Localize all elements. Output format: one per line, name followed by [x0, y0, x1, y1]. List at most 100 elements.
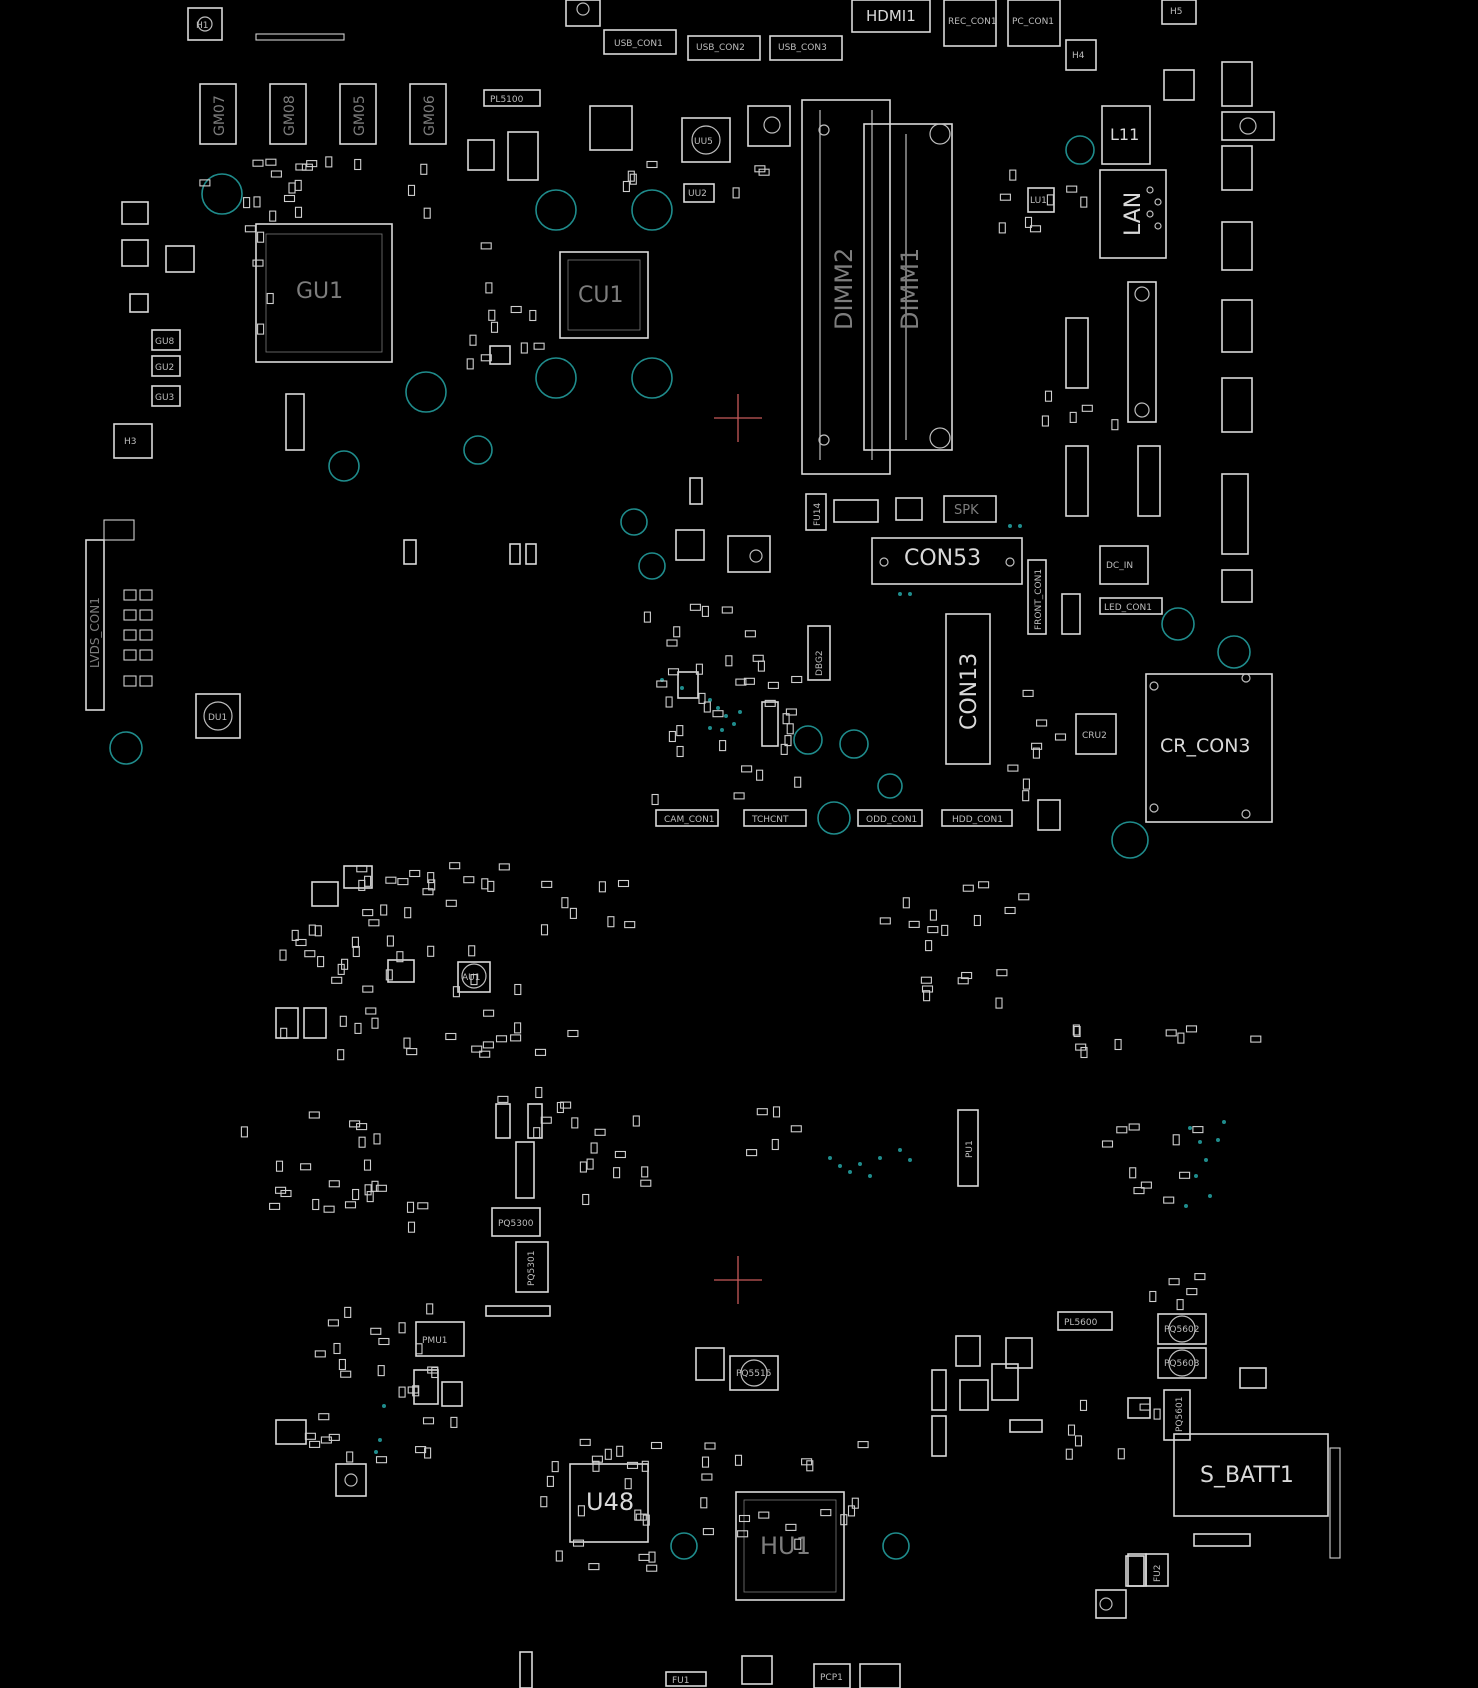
gm06-chip: GM06: [409, 83, 447, 145]
passive-pad: [257, 323, 265, 335]
vias-bottom: [374, 1120, 1226, 1454]
gm07-chip: GM07: [199, 83, 237, 145]
passive-pad: [586, 1158, 594, 1170]
passive-pad: [269, 1202, 281, 1210]
passive-pad: [1128, 1123, 1140, 1131]
passive-pad: [1185, 1025, 1198, 1033]
passive-pad: [1111, 419, 1119, 431]
passive-pad: [344, 1306, 352, 1318]
passive-pad: [840, 1514, 848, 1526]
passive-pad: [1022, 778, 1030, 790]
passive-pad: [354, 158, 362, 171]
svg-text:GU2: GU2: [155, 363, 174, 373]
passive-pad: [588, 1563, 600, 1571]
passive-pad: [304, 1432, 316, 1440]
passive-pad: [514, 983, 522, 996]
passive-pad: [404, 907, 412, 919]
gu1-bga-chip: GU1: [255, 223, 393, 363]
passive-pad: [378, 1337, 390, 1346]
passive-pad: [482, 1041, 494, 1049]
passive-pad: [978, 881, 990, 889]
led-con1: LED_CON1: [1099, 597, 1163, 615]
passive-pad: [721, 606, 733, 614]
svg-text:DIMM2: DIMM2: [830, 248, 858, 330]
passive-pad: [1192, 1126, 1204, 1134]
passive-pad: [794, 776, 802, 788]
svg-text:PC_CON1: PC_CON1: [1012, 17, 1054, 27]
passive-pad: [857, 1441, 869, 1449]
passive-pad: [1163, 1196, 1175, 1204]
svg-text:DIMM1: DIMM1: [896, 248, 924, 330]
passive-pad: [445, 1032, 457, 1041]
passive-pad: [555, 1550, 563, 1562]
pq5301-mosfet: PQ5301: [515, 1241, 549, 1293]
passive-pad: [698, 692, 706, 704]
passive-pad: [1072, 1024, 1080, 1036]
passive-pad: [1031, 742, 1043, 750]
passive-pad: [423, 207, 431, 219]
passive-pad: [756, 1108, 768, 1116]
passive-pad: [363, 1159, 372, 1171]
passive-pad: [1041, 415, 1049, 427]
gu2-chip: GU2: [151, 355, 181, 377]
passive-pad: [308, 1111, 320, 1119]
svg-text:LED_CON1: LED_CON1: [1104, 603, 1152, 613]
passive-pad: [569, 907, 577, 919]
passive-pad: [719, 740, 727, 752]
passive-pad: [925, 940, 933, 952]
passive-pad: [734, 1454, 743, 1466]
passive-pad: [420, 163, 428, 175]
passive-pad: [665, 696, 673, 708]
passive-pad: [1176, 1299, 1184, 1311]
passive-pad: [269, 210, 277, 222]
svg-text:GU8: GU8: [155, 337, 175, 347]
svg-text:FU1: FU1: [672, 1676, 690, 1686]
passive-pad: [488, 309, 496, 321]
con13-connector: CON13: [945, 613, 991, 765]
cru2-chip: CRU2: [1075, 713, 1117, 755]
svg-text:HDMI1: HDMI1: [866, 7, 916, 25]
passive-pad: [450, 1416, 458, 1428]
svg-text:PQ5301: PQ5301: [527, 1251, 537, 1286]
passive-pad: [582, 1193, 590, 1206]
passive-pad: [667, 668, 680, 676]
passive-pad: [546, 1475, 554, 1487]
passive-pad: [252, 159, 264, 167]
svg-text:TCHCNT: TCHCNT: [751, 815, 789, 825]
passive-pad: [540, 1116, 552, 1124]
svg-text:H5: H5: [1170, 7, 1183, 17]
passive-pad: [244, 225, 256, 233]
passive-pad: [643, 611, 651, 623]
svg-text:USB_CON1: USB_CON1: [614, 39, 663, 49]
passive-pad: [1079, 1399, 1088, 1411]
passive-pad: [673, 626, 681, 638]
passive-pad: [337, 1049, 345, 1061]
passive-pad: [370, 1327, 382, 1335]
passive-pad: [782, 713, 790, 725]
mounting-holes-bottom: [670, 1532, 910, 1560]
passive-pad: [666, 639, 678, 647]
hdd-con1: HDD_CON1: [941, 809, 1013, 827]
pq5603-mosfet: PQ5603: [1157, 1347, 1207, 1379]
passive-pad: [567, 1029, 579, 1038]
dc-in-connector: DC_IN: [1099, 545, 1149, 585]
passive-pad: [592, 1460, 600, 1472]
passive-pad: [1172, 1134, 1180, 1146]
passive-pad: [377, 1365, 385, 1377]
passive-pad: [921, 985, 934, 993]
passive-pad: [702, 1528, 714, 1536]
passive-pad: [449, 862, 461, 870]
lvds-pads: [123, 589, 153, 687]
passive-pad: [371, 1017, 379, 1029]
passive-pad: [902, 897, 910, 909]
passive-pad: [1116, 1126, 1128, 1134]
svg-text:USB_CON3: USB_CON3: [778, 43, 827, 53]
gu8-chip: GU8: [151, 329, 181, 351]
passive-pad: [280, 1027, 288, 1039]
front-con1: FRONT_CON1: [1027, 559, 1047, 635]
passive-pad: [480, 242, 492, 250]
passive-pad: [879, 917, 891, 925]
passive-pad: [735, 678, 747, 686]
passive-pad: [375, 1184, 387, 1192]
passive-pad: [386, 935, 394, 947]
